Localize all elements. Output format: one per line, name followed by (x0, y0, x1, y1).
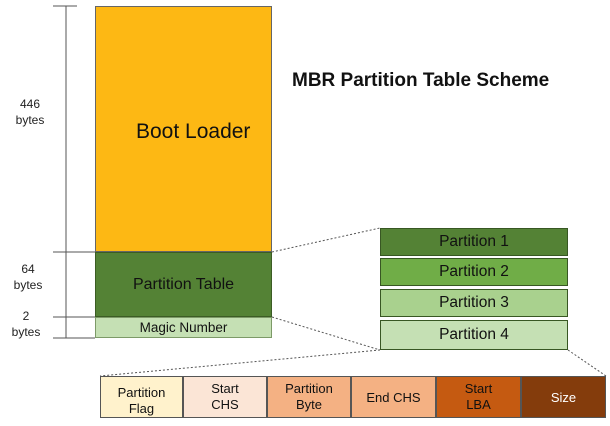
partition-table-size-number: 64 (21, 262, 35, 276)
field-start-lba-line1: Start (464, 381, 493, 396)
boot-loader-label: Boot Loader (136, 120, 251, 143)
boot-loader-size-label: 446 bytes (10, 96, 50, 128)
field-partition-flag: Partition Flag (100, 376, 183, 418)
partition-4-block: Partition 4 (380, 320, 568, 350)
magic-number-size-number: 2 (22, 309, 30, 323)
boot-loader-size-unit: bytes (15, 113, 45, 127)
connector-partition-4-to-size (567, 349, 607, 377)
field-start-lba: Start LBA (436, 376, 521, 418)
boot-loader-size-number: 446 (19, 97, 41, 111)
connector-table-to-partition-4 (271, 316, 381, 351)
field-size-label: Size (550, 390, 577, 405)
magic-number-size-unit: bytes (11, 325, 41, 339)
field-start-chs: Start CHS (183, 376, 267, 418)
partition-3-label: Partition 3 (439, 294, 509, 311)
field-size: Size (521, 376, 606, 418)
connector-partition-4-to-flag (99, 349, 381, 377)
partition-1-label: Partition 1 (439, 233, 509, 250)
partition-4-label: Partition 4 (439, 326, 509, 343)
field-end-chs: End CHS (351, 376, 436, 418)
partition-2-block: Partition 2 (380, 258, 568, 286)
partition-1-block: Partition 1 (380, 228, 568, 256)
partition-2-label: Partition 2 (439, 263, 509, 280)
partition-table-label: Partition Table (132, 275, 235, 293)
partition-table-size-unit: bytes (13, 278, 43, 292)
connector-table-to-partition-1 (271, 227, 381, 253)
field-start-chs-line2: CHS (211, 397, 239, 412)
diagram-title: MBR Partition Table Scheme (292, 70, 550, 91)
zoom-connector-lines (99, 227, 607, 377)
partition-3-block: Partition 3 (380, 289, 568, 317)
field-partition-byte-line1: Partition (285, 381, 333, 396)
size-bracket (53, 5, 95, 339)
field-partition-byte-line2: Byte (295, 397, 322, 412)
magic-number-block: Magic Number (95, 317, 272, 338)
field-partition-byte: Partition Byte (267, 376, 351, 418)
field-end-chs-label: End CHS (366, 390, 421, 405)
partition-table-block: Partition Table (95, 252, 272, 317)
partition-table-size-label: 64 bytes (8, 261, 48, 293)
field-partition-flag-line2: Flag (128, 401, 155, 416)
magic-number-label: Magic Number (139, 320, 228, 335)
field-start-chs-line1: Start (211, 381, 239, 396)
boot-loader-block: Boot Loader (95, 6, 272, 252)
field-partition-flag-line1: Partition (117, 385, 166, 400)
magic-number-size-label: 2 bytes (6, 308, 46, 340)
field-start-lba-line2: LBA (466, 397, 491, 412)
